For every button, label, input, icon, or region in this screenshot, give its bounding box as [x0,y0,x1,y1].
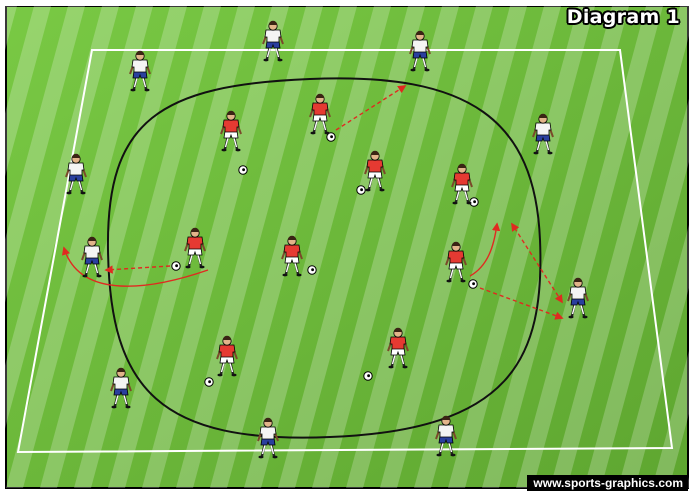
run-arrow [61,246,209,287]
red-team-player-icon [309,93,331,135]
red-team-player-icon [451,163,473,205]
white-team-player-icon [81,236,103,278]
white-team-player-icon [257,417,279,459]
red-team-player-icon [445,241,467,283]
run-arrow [469,222,501,277]
red-team-player-icon [220,110,242,152]
white-team-player-icon [409,30,431,72]
white-team-player-icon [567,277,589,319]
ball-icon [326,132,336,142]
red-team-player-icon [216,335,238,377]
red-team-player-icon [184,227,206,269]
ball-icon [307,265,317,275]
ball-icon [356,185,366,195]
red-team-player-icon [387,327,409,369]
pass-arrow [104,265,171,274]
credit-text: www.sports-graphics.com [527,475,688,491]
white-team-player-icon [435,415,457,457]
balls-group [171,132,479,387]
white-team-player-icon [532,113,554,155]
ball-icon [363,371,373,381]
pass-arrow [511,222,563,304]
players-group [65,20,589,459]
ball-icon [204,377,214,387]
red-team-player-icon [364,150,386,192]
diagram-title: Diagram 1 [566,6,680,28]
movement-arrows [61,85,564,320]
ball-icon [171,261,181,271]
red-team-player-icon [281,235,303,277]
field-boundary [16,49,674,454]
white-team-player-icon [65,153,87,195]
white-team-player-icon [262,20,284,62]
ball-icon [468,279,478,289]
white-team-player-icon [129,50,151,92]
center-circle [106,77,542,439]
ball-icon [238,165,248,175]
white-team-player-icon [110,367,132,409]
ball-icon [469,197,479,207]
